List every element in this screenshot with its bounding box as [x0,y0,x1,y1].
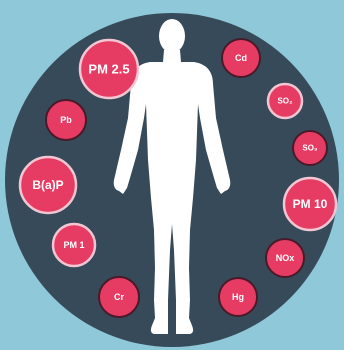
pollutant-label: SO₃ [302,144,318,153]
pollutant-label: SO₂ [277,97,293,106]
pollutant-bubble-pm-1: PM 1 [53,224,95,266]
pollutant-bubble-so: SO₂ [268,84,302,118]
pollutant-label: Cd [235,53,247,63]
pollutant-bubble-so: SO₃ [293,131,327,165]
pollutant-label: PM 2.5 [88,62,129,77]
pollutant-bubble-pm-2-5: PM 2.5 [80,40,138,98]
pollutant-bubble-cr: Cr [99,277,139,317]
pollutant-bubble-pb: Pb [46,100,86,140]
pollutant-label: Pb [60,115,72,125]
pollutant-label: PM 1 [63,240,84,250]
pollutant-label: Hg [232,292,244,302]
pollutant-bubble-b-a-p: B(a)P [20,157,76,213]
pollutant-bubble-hg: Hg [219,278,257,316]
pollutant-label: Cr [114,292,124,302]
pollutant-label: B(a)P [32,178,63,192]
pollutant-bubble-pm-10: PM 10 [284,178,336,230]
pollutant-label: NOx [276,253,295,263]
pollutant-bubble-cd: Cd [222,39,260,77]
pollutant-bubble-nox: NOx [266,239,304,277]
pollutant-label: PM 10 [293,197,328,211]
